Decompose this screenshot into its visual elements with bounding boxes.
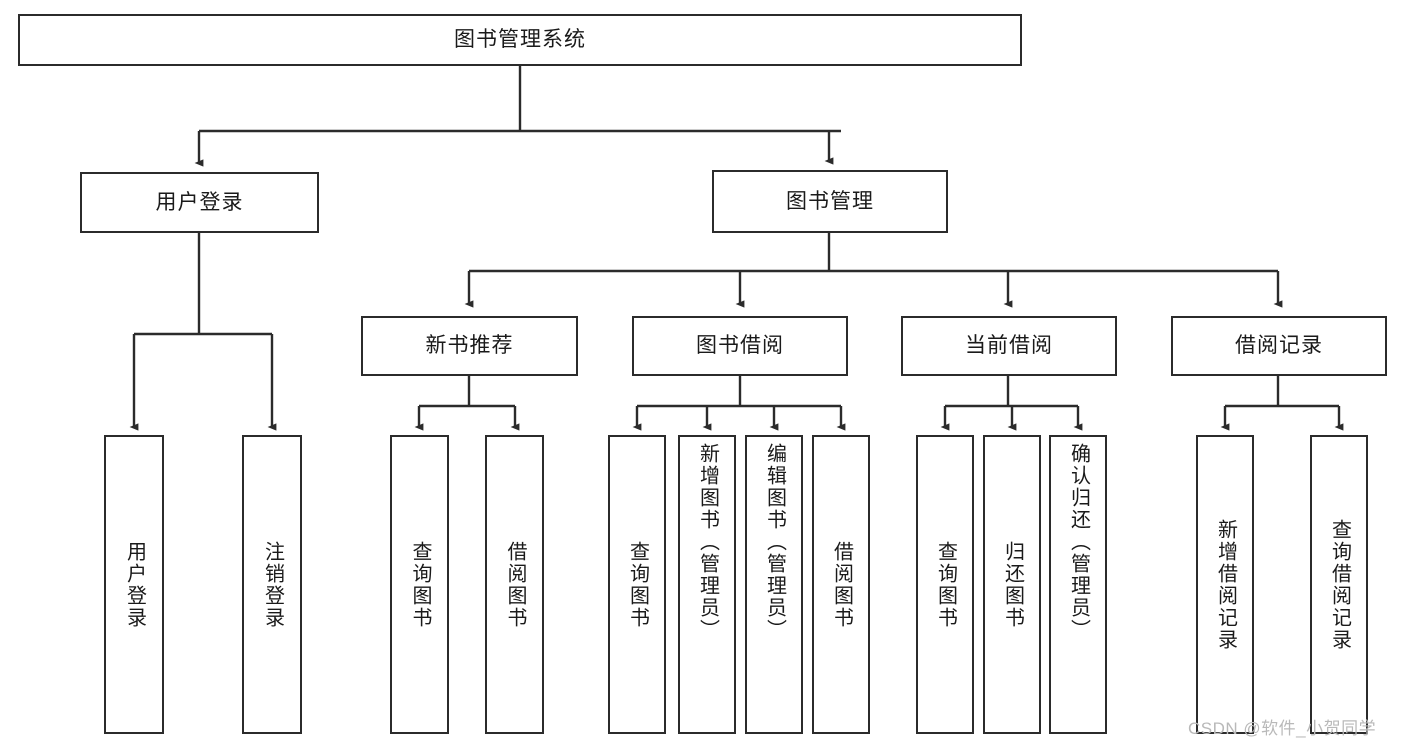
node-label: 用户登录 <box>123 540 146 629</box>
node-leaf-logout[interactable]: 注销登录 <box>242 435 302 734</box>
node-leaf-query-book-2[interactable]: 查询图书 <box>608 435 666 734</box>
node-label: 新增图书（管理员） <box>696 443 719 641</box>
node-label: 查询借阅记录 <box>1328 518 1351 651</box>
node-leaf-add-record[interactable]: 新增借阅记录 <box>1196 435 1254 734</box>
node-leaf-query-book-1[interactable]: 查询图书 <box>390 435 449 734</box>
node-leaf-confirm-return[interactable]: 确认归还（管理员） <box>1049 435 1107 734</box>
node-label: 新增借阅记录 <box>1214 518 1237 651</box>
node-leaf-borrow-book-2[interactable]: 借阅图书 <box>812 435 870 734</box>
node-label: 借阅图书 <box>830 540 853 629</box>
node-book-management[interactable]: 图书管理 <box>712 170 948 233</box>
node-leaf-add-book[interactable]: 新增图书（管理员） <box>678 435 736 734</box>
node-book-borrow[interactable]: 图书借阅 <box>632 316 848 376</box>
node-leaf-query-book-3[interactable]: 查询图书 <box>916 435 974 734</box>
node-label: 借阅图书 <box>504 540 526 629</box>
node-leaf-return-book[interactable]: 归还图书 <box>983 435 1041 734</box>
node-label: 查询图书 <box>934 540 957 629</box>
watermark-text: CSDN @软件_小贺同学 <box>1188 719 1377 738</box>
node-borrow-record[interactable]: 借阅记录 <box>1171 316 1387 376</box>
node-label: 确认归还（管理员） <box>1067 443 1090 641</box>
node-leaf-query-record[interactable]: 查询借阅记录 <box>1310 435 1368 734</box>
node-label: 归还图书 <box>1001 540 1024 629</box>
node-current-borrow[interactable]: 当前借阅 <box>901 316 1117 376</box>
node-root-system[interactable]: 图书管理系统 <box>18 14 1022 66</box>
node-label: 编辑图书（管理员） <box>763 443 786 641</box>
node-label: 注销登录 <box>261 540 284 629</box>
node-leaf-edit-book[interactable]: 编辑图书（管理员） <box>745 435 803 734</box>
node-new-book-recommend[interactable]: 新书推荐 <box>361 316 578 376</box>
node-leaf-borrow-book-1[interactable]: 借阅图书 <box>485 435 544 734</box>
node-leaf-user-login[interactable]: 用户登录 <box>104 435 164 734</box>
node-label: 查询图书 <box>409 540 431 629</box>
node-label: 查询图书 <box>626 540 649 629</box>
node-user-login[interactable]: 用户登录 <box>80 172 319 233</box>
